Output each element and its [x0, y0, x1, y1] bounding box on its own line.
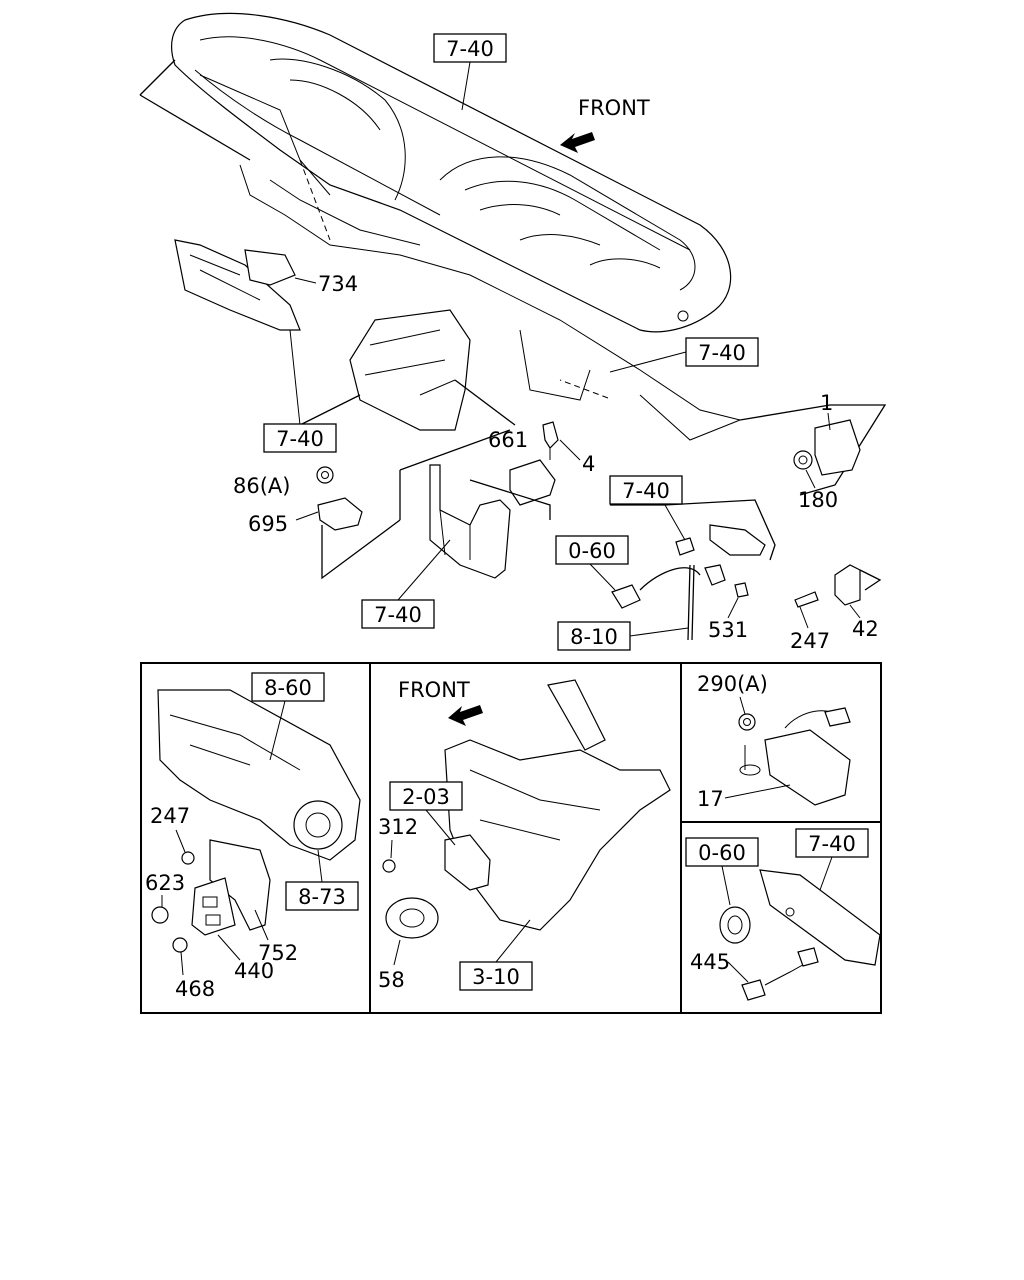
ref-label: 7-40 — [808, 832, 856, 856]
ref-8-10[interactable]: 8-10 — [557, 621, 631, 651]
ref-3-10[interactable]: 3-10 — [459, 961, 533, 991]
ref-7-40-mid-right[interactable]: 7-40 — [685, 337, 759, 367]
instrument-panel-drawing — [139, 12, 741, 441]
ref-7-40-bottom-right[interactable]: 7-40 — [795, 828, 869, 858]
center-bracket — [299, 309, 516, 431]
module-661 — [509, 421, 559, 506]
panel-3-module — [738, 707, 851, 806]
ref-8-60[interactable]: 8-60 — [251, 672, 325, 702]
front-arrow-top: FRONT — [560, 96, 650, 153]
part-86a: 86(A) — [233, 474, 290, 498]
part-734: 734 — [318, 272, 358, 296]
panel-4-sensor — [719, 869, 881, 1001]
panel-2-horn: FRONT — [382, 678, 671, 939]
panel-1-blower — [151, 689, 361, 953]
ref-label: 8-10 — [570, 625, 618, 649]
part-1: 1 — [820, 391, 833, 415]
front-label: FRONT — [578, 96, 650, 120]
part-661: 661 — [488, 428, 528, 452]
part-290a: 290(A) — [697, 672, 768, 696]
ref-8-73[interactable]: 8-73 — [285, 881, 359, 911]
part-445: 445 — [690, 950, 730, 974]
part-4: 4 — [582, 452, 595, 476]
lower-bracket — [399, 464, 551, 579]
part-17: 17 — [697, 787, 724, 811]
ref-label: 7-40 — [622, 479, 670, 503]
ref-2-03[interactable]: 2-03 — [389, 781, 463, 811]
wire-harness — [589, 563, 749, 641]
front-label: FRONT — [398, 678, 470, 702]
left-bracket — [174, 239, 301, 426]
switch-695 — [316, 429, 511, 580]
ref-label: 7-40 — [374, 603, 422, 627]
ref-label: 0-60 — [698, 841, 746, 865]
ref-label: 7-40 — [276, 427, 324, 451]
part-752: 752 — [258, 941, 298, 965]
ref-label: 7-40 — [446, 37, 494, 61]
ref-7-40-lower[interactable]: 7-40 — [361, 599, 435, 629]
part-180: 180 — [798, 488, 838, 512]
bottom-frame — [140, 662, 882, 1014]
part-440: 440 — [234, 959, 274, 983]
ref-label: 7-40 — [698, 341, 746, 365]
ref-7-40-right[interactable]: 7-40 — [609, 475, 683, 505]
part-42: 42 — [852, 617, 879, 641]
ref-label: 3-10 — [472, 965, 520, 989]
ref-label: 8-73 — [298, 885, 346, 909]
part-247-top: 247 — [790, 629, 830, 653]
ref-label: 0-60 — [568, 539, 616, 563]
bracket-42 — [794, 564, 882, 608]
relay-unit — [739, 404, 887, 496]
ref-0-60-bottom[interactable]: 0-60 — [685, 837, 759, 867]
part-468: 468 — [175, 977, 215, 1001]
harness-bracket — [610, 499, 776, 561]
ref-0-60-top[interactable]: 0-60 — [555, 535, 629, 565]
part-247-bottom: 247 — [150, 804, 190, 828]
ref-7-40-top[interactable]: 7-40 — [433, 33, 507, 63]
ref-label: 2-03 — [402, 785, 450, 809]
part-58: 58 — [378, 968, 405, 992]
part-623: 623 — [145, 871, 185, 895]
ref-7-40-left[interactable]: 7-40 — [263, 423, 337, 453]
part-695: 695 — [248, 512, 288, 536]
part-312: 312 — [378, 815, 418, 839]
part-531: 531 — [708, 618, 748, 642]
ref-label: 8-60 — [264, 676, 312, 700]
